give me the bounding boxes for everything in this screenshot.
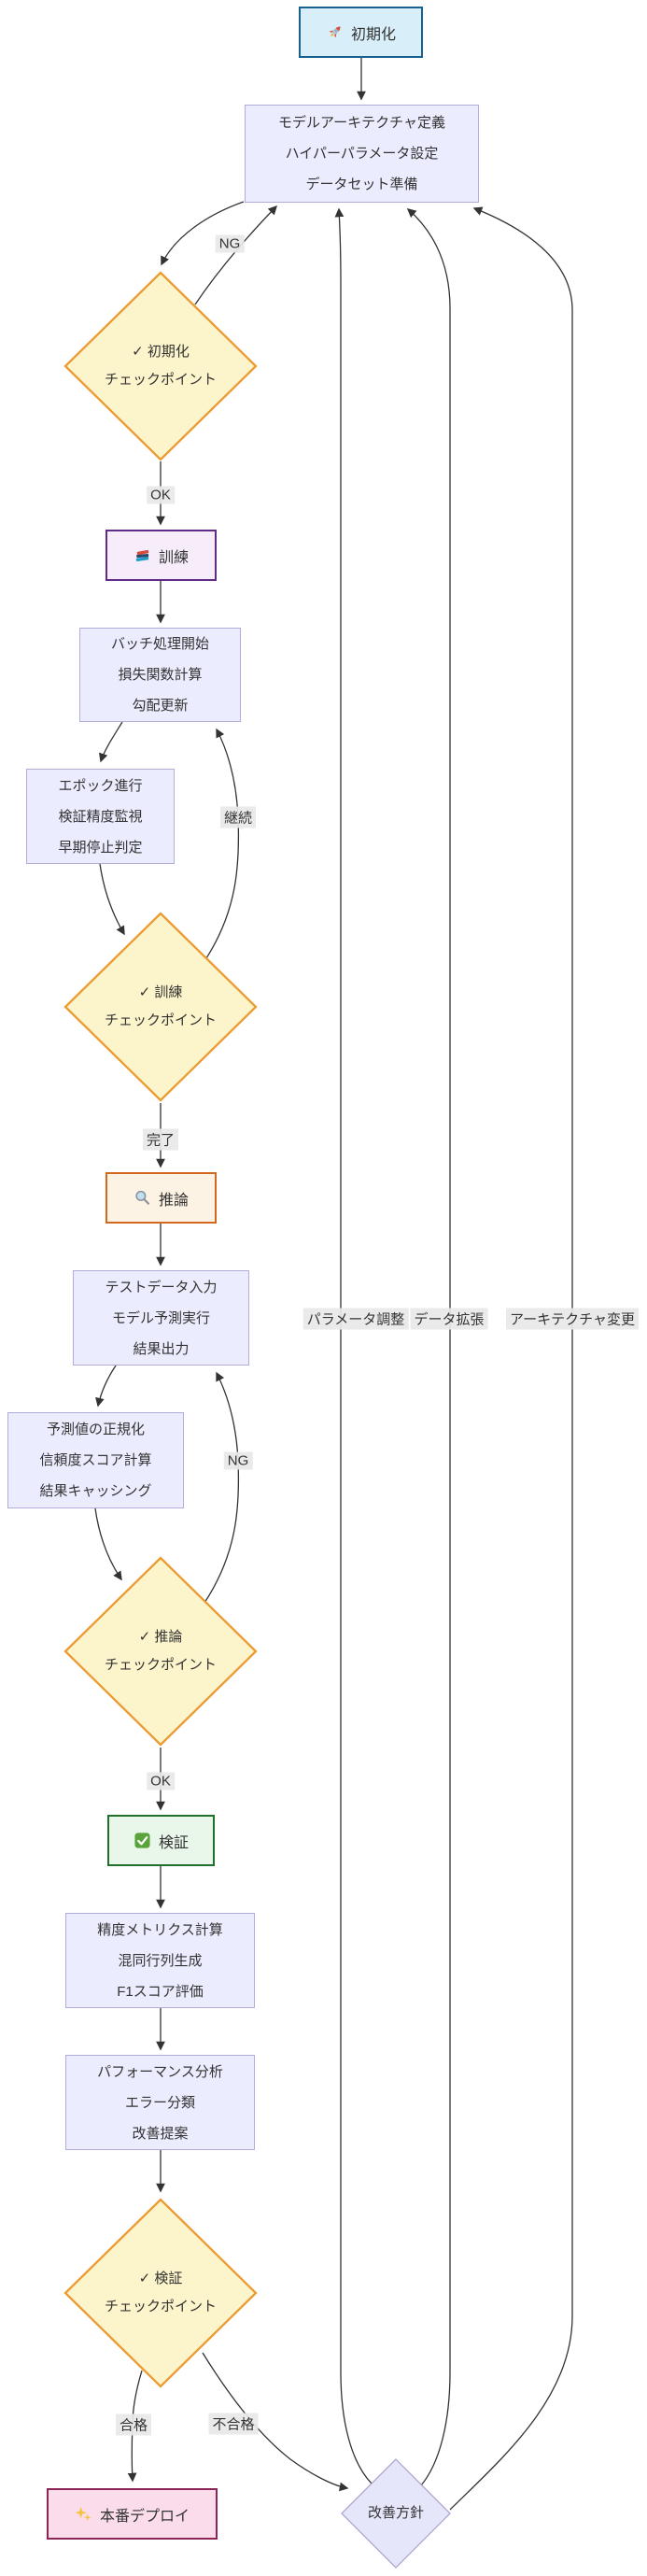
node-normalize-line3: 結果キャッシング (39, 1483, 152, 1499)
edge-label-ng2: NG (223, 1451, 253, 1470)
decision-train-line2: チェックポイント (104, 1012, 217, 1028)
node-inference-label: 推論 (158, 1192, 189, 1209)
node-test-line1: テストデータ入力 (105, 1279, 218, 1295)
edge-batch-to-epoch (98, 721, 123, 763)
edge-label-data-aug: データ拡張 (410, 1308, 488, 1330)
books-icon (134, 546, 151, 564)
edge-label-pass: 合格 (115, 2413, 152, 2436)
node-epoch-line3: 早期停止判定 (58, 839, 143, 856)
decision-validation-checkpoint: ✓ 検証 チェックポイント (63, 2198, 258, 2388)
edge-improve-arch (449, 206, 573, 2511)
node-metrics: 精度メトリクス計算 混同行列生成 F1スコア評価 (65, 1913, 255, 2008)
node-model-def: モデルアーキテクチャ定義 ハイパーパラメータ設定 データセット準備 (245, 105, 479, 203)
node-metrics-line2: 混同行列生成 (118, 1952, 203, 1969)
edge-improve-param (334, 207, 373, 2484)
node-normalize-line2: 信頼度スコア計算 (39, 1452, 152, 1468)
decision-improve-policy: 改善方針 (341, 2458, 451, 2569)
edge-normalize-to-infercheck (94, 1507, 122, 1581)
edge-label-ok2: OK (147, 1772, 175, 1790)
edge-label-param-tune: パラメータ調整 (302, 1308, 409, 1330)
node-test-line2: モデル予測実行 (111, 1309, 210, 1326)
decision-train-line1: ✓ 訓練 (138, 984, 183, 1000)
edge-label-ok1: OK (147, 486, 175, 504)
decision-inference-checkpoint: ✓ 推論 チェックポイント (63, 1556, 258, 1747)
edge-initcheck-ng (194, 205, 278, 305)
node-epoch-line2: 検証精度監視 (58, 808, 143, 825)
rocket-icon (326, 23, 344, 41)
node-deploy: 本番デプロイ (47, 2488, 218, 2540)
edge-test-to-normalize (95, 1365, 117, 1408)
decision-train-checkpoint: ✓ 訓練 チェックポイント (63, 912, 258, 1102)
node-inference: 推論 (105, 1172, 217, 1224)
node-batch-line1: バッチ処理開始 (110, 636, 209, 652)
decision-init-line1: ✓ 初期化 (132, 344, 190, 360)
node-batch-line2: 損失関数計算 (118, 667, 203, 683)
node-batch-line3: 勾配更新 (132, 698, 189, 714)
node-model-def-line1: モデルアーキテクチャ定義 (278, 115, 445, 131)
edge-validcheck-fail (202, 2352, 349, 2492)
node-normalize-line1: 予測値の正規化 (46, 1422, 145, 1437)
sparkles-icon (75, 2505, 92, 2523)
node-train-label: 訓練 (158, 549, 189, 566)
node-performance: パフォーマンス分析 エラー分類 改善提案 (65, 2055, 255, 2150)
edge-label-done: 完了 (142, 1128, 179, 1151)
node-test-input: テストデータ入力 モデル予測実行 結果出力 (73, 1270, 249, 1366)
node-performance-line3: 改善提案 (132, 2125, 189, 2142)
edge-label-fail: 不合格 (208, 2413, 259, 2435)
edge-modeldef-to-initcheck (161, 201, 245, 266)
decision-validation-line2: チェックポイント (104, 2299, 217, 2314)
node-performance-line2: エラー分類 (124, 2094, 195, 2111)
node-train: 訓練 (105, 530, 217, 581)
edge-label-continue: 継続 (219, 806, 257, 828)
node-validation-label: 検証 (158, 1834, 189, 1851)
node-normalize: 予測値の正規化 信頼度スコア計算 結果キャッシング (7, 1412, 184, 1508)
decision-improve-label: 改善方針 (367, 2505, 424, 2521)
node-metrics-line1: 精度メトリクス計算 (97, 1921, 223, 1938)
node-epoch: エポック進行 検証精度監視 早期停止判定 (26, 769, 175, 864)
node-deploy-label: 本番デプロイ (99, 2508, 190, 2525)
node-performance-line1: パフォーマンス分析 (97, 2063, 223, 2080)
magnifier-icon (134, 1189, 151, 1207)
check-icon (134, 1832, 151, 1849)
edge-epoch-to-traincheck (99, 863, 125, 936)
node-metrics-line3: F1スコア評価 (117, 1983, 204, 2000)
node-init: 初期化 (299, 7, 423, 58)
decision-init-checkpoint: ✓ 初期化 チェックポイント (63, 271, 258, 461)
decision-validation-line1: ✓ 検証 (138, 2271, 183, 2286)
edge-label-arch-change: アーキテクチャ変更 (506, 1308, 639, 1330)
decision-inference-line1: ✓ 推論 (138, 1629, 183, 1645)
edge-improve-dataaug (406, 208, 451, 2486)
node-epoch-line1: エポック進行 (58, 777, 143, 794)
node-model-def-line3: データセット準備 (305, 177, 418, 192)
edge-label-ng1: NG (215, 234, 245, 253)
node-test-line3: 結果出力 (133, 1340, 190, 1357)
decision-init-line2: チェックポイント (104, 372, 217, 388)
node-init-label: 初期化 (350, 26, 396, 43)
node-validation: 検証 (107, 1815, 215, 1866)
node-model-def-line2: ハイパーパラメータ設定 (285, 146, 439, 162)
node-batch: バッチ処理開始 損失関数計算 勾配更新 (79, 628, 241, 722)
decision-inference-line2: チェックポイント (104, 1657, 217, 1673)
